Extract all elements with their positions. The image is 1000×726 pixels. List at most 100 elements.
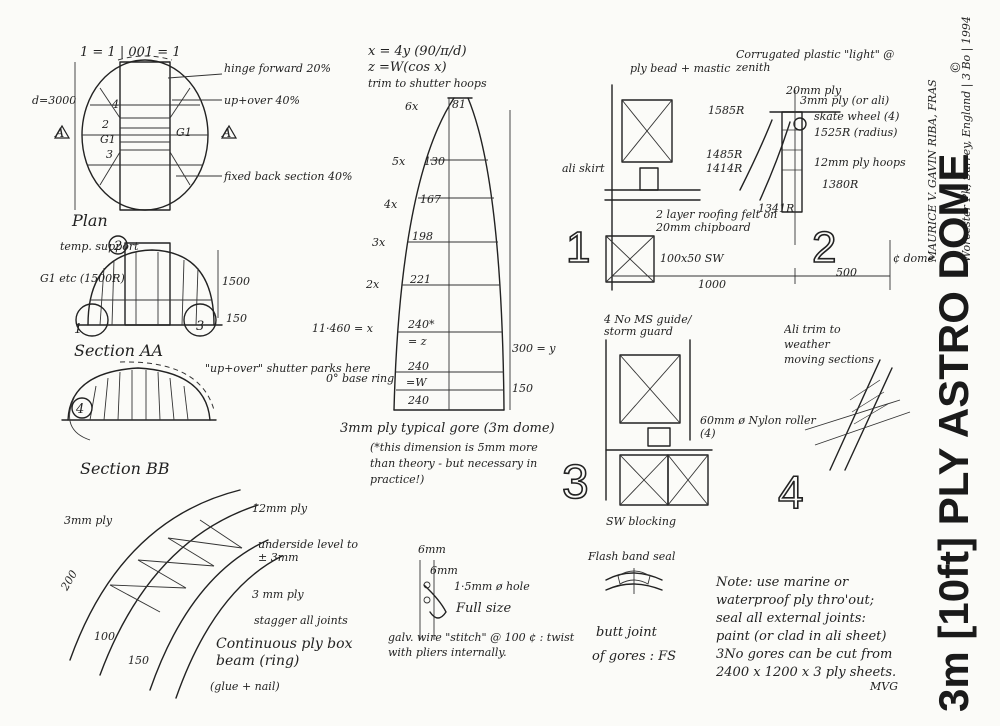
- d2-ply20: 20mm ply: [785, 84, 842, 97]
- note-block: Note: use marine or waterproof ply thro'…: [715, 575, 898, 693]
- plan-g1-right: G1: [176, 126, 192, 139]
- gore-row-w-5: 240*: [407, 318, 435, 331]
- d1-ply-bead: ply bead + mastic: [630, 62, 730, 75]
- d2-light: Corrugated plastic "light" @ zenith: [736, 48, 895, 74]
- d2-r1485: 1485R: [706, 148, 742, 161]
- d1-felt-box: 2 layer roofing felt on 20mm chipboard: [656, 208, 777, 234]
- gore-w-label: =W: [406, 376, 428, 389]
- aa-ribs: G1 etc (1500R): [40, 272, 125, 285]
- gore-row-x-0: 6x: [405, 100, 419, 113]
- stitch-caption-box: galv. wire "stitch" @ 100 ¢ : twist with…: [388, 631, 575, 659]
- detail-3: 3 4 No MS guide/ storm guard 60mm ø Nylo…: [561, 314, 816, 528]
- d2-skate: skate wheel (4): [814, 110, 899, 123]
- detail-1-number: 1: [566, 223, 590, 272]
- gore-eq-1: x = 4y (90/π/d): [368, 44, 467, 59]
- beam-title: Continuous ply box beam (ring): [216, 636, 353, 669]
- section-bb: 4 "up+over" shutter parks here Section B…: [61, 361, 371, 478]
- detail-2: 2 Corrugated plastic "light" @ zenith 20…: [612, 48, 935, 291]
- d3-roller-box: 60mm ø Nylon roller (4): [700, 414, 816, 440]
- plan-section-a-right: A: [221, 126, 231, 141]
- beam-underside: underside level to ± 3mm: [258, 538, 358, 564]
- gore-row-w-4: 221: [409, 273, 431, 286]
- plan-title: Plan: [71, 211, 108, 230]
- d2-light-box: Corrugated plastic "light" @ zenith: [736, 48, 895, 74]
- gore-eq-2: z =W(cos x): [367, 60, 447, 75]
- plan-num-2: 2: [101, 118, 109, 131]
- gore-row-w-2: 167: [420, 193, 441, 206]
- d4-trim: Ali trim to weather moving sections: [784, 323, 875, 366]
- d2-r1525: 1525R (radius): [814, 126, 897, 139]
- detail-2-number: 2: [812, 223, 836, 272]
- plan-view: 1 = 1 | 001 = 1 2 3 4 G1 G1 d=3000 A A h…: [32, 45, 352, 230]
- d2-hoops: 12mm ply hoops: [814, 156, 906, 169]
- plan-diameter: d=3000: [32, 94, 76, 107]
- butt-joint: Flash band seal butt joint of gores : FS: [587, 550, 676, 664]
- d2-dim-500: 500: [836, 266, 857, 279]
- aa-temp-support: temp. support: [60, 240, 139, 253]
- butt-caption-2: of gores : FS: [592, 649, 676, 664]
- d2-dome-centre: ¢ dome: [893, 252, 935, 265]
- gore-row-w-3: 198: [412, 230, 433, 243]
- note-line-6: 2400 x 1200 x 3 ply sheets.: [715, 665, 896, 680]
- author-block: MAURICE V. GAVIN RIBA, FRAS © Worcester …: [926, 16, 974, 263]
- stitch-6mm-b: 6mm: [430, 564, 458, 577]
- aa-height-150: 150: [226, 312, 247, 325]
- stitch-6mm: 6mm: [418, 543, 446, 556]
- plan-num-3: 3: [106, 148, 113, 161]
- gore-row-x-1: 5x: [392, 155, 406, 168]
- gore-y300: 300 = y: [512, 342, 556, 355]
- aa-height-1500: 1500: [222, 275, 250, 288]
- beam-d200: 200: [58, 568, 80, 594]
- plan-ratio: 1 = 1 | 001 = 1: [80, 45, 181, 60]
- d3-guide-box: 4 No MS guide/ storm guard: [604, 314, 691, 338]
- stitch-full-size: Full size: [455, 601, 512, 616]
- stitch-hole: 1·5mm ø hole: [454, 580, 530, 593]
- d2-r1414: 1414R: [706, 162, 742, 175]
- gore-row-x-2: 4x: [383, 198, 398, 211]
- beam-title-box: Continuous ply box beam (ring): [216, 636, 353, 669]
- detail-4: 4 Ali trim to weather moving sections: [777, 323, 911, 519]
- aa-title: Section AA: [74, 341, 163, 360]
- gore-caption: 3mm ply typical gore (3m dome): [340, 421, 555, 436]
- gore-pattern: x = 4y (90/π/d) z =W(cos x) trim to shut…: [312, 44, 556, 486]
- author-address: Worcester Pk, Surrey, England | 3 Bo | 1…: [960, 16, 974, 262]
- butt-caption-1: butt joint: [596, 625, 658, 640]
- bb-detail-4: 4: [75, 402, 84, 417]
- plan-shutter-band: [119, 61, 171, 211]
- beam-stagger: stagger all joints: [254, 614, 348, 627]
- note-line-2: waterproof ply thro'out;: [716, 593, 874, 608]
- section-aa: 2 1 3 temp. support G1 etc (1500R) 1500 …: [40, 235, 250, 360]
- gore-row-x-6: 0° base ring: [326, 372, 394, 385]
- gore-trim-note: trim to shutter hoops: [368, 77, 487, 90]
- note-line-1: Note: use marine or: [715, 575, 849, 590]
- note-signature: MVG: [869, 680, 898, 693]
- gore-footnote-box: (*this dimension is 5mm more than theory…: [370, 441, 538, 486]
- beam-ply3a: 3mm ply: [64, 514, 113, 527]
- note-line-4: paint (or clad in ali sheet): [716, 629, 886, 644]
- plan-fixed-note: fixed back section 40%: [223, 170, 352, 183]
- gore-row-x-3: 3x: [372, 236, 386, 249]
- gore-last: 240: [407, 394, 429, 407]
- bb-title: Section BB: [80, 459, 170, 478]
- d3-sw: SW blocking: [606, 515, 676, 528]
- drawing-title: 3m [10ft] PLY ASTRO DOME: [930, 153, 977, 712]
- aa-detail-3: 3: [196, 319, 204, 334]
- beam-d100: 100: [94, 630, 115, 643]
- gore-row-x-4: 2x: [365, 278, 380, 291]
- plan-upover-note: up+over 40%: [224, 94, 300, 107]
- plan-hinge-note: hinge forward 20%: [224, 62, 331, 75]
- plan-section-a-left: A: [54, 126, 64, 141]
- stitch-caption: galv. wire "stitch" @ 100 ¢ : twist with…: [388, 631, 575, 659]
- detail-4-number: 4: [778, 466, 804, 518]
- gore-row-w-6: 240: [407, 360, 429, 373]
- aa-detail-2: 2: [113, 239, 122, 254]
- gore-row-x-5: 11·460 = x: [312, 322, 374, 335]
- gore-row-w-1: 130: [424, 155, 445, 168]
- gore-rows: 6x 81 5x 130 4x 167 3x 198 2x 221 11·460…: [312, 98, 504, 407]
- aa-detail-1: 1: [74, 322, 82, 337]
- detail-3-number: 3: [562, 456, 589, 509]
- beam-glue: (glue + nail): [210, 680, 280, 693]
- d1-sw: 100x50 SW: [660, 252, 725, 265]
- plan-g1-left: G1: [100, 133, 116, 146]
